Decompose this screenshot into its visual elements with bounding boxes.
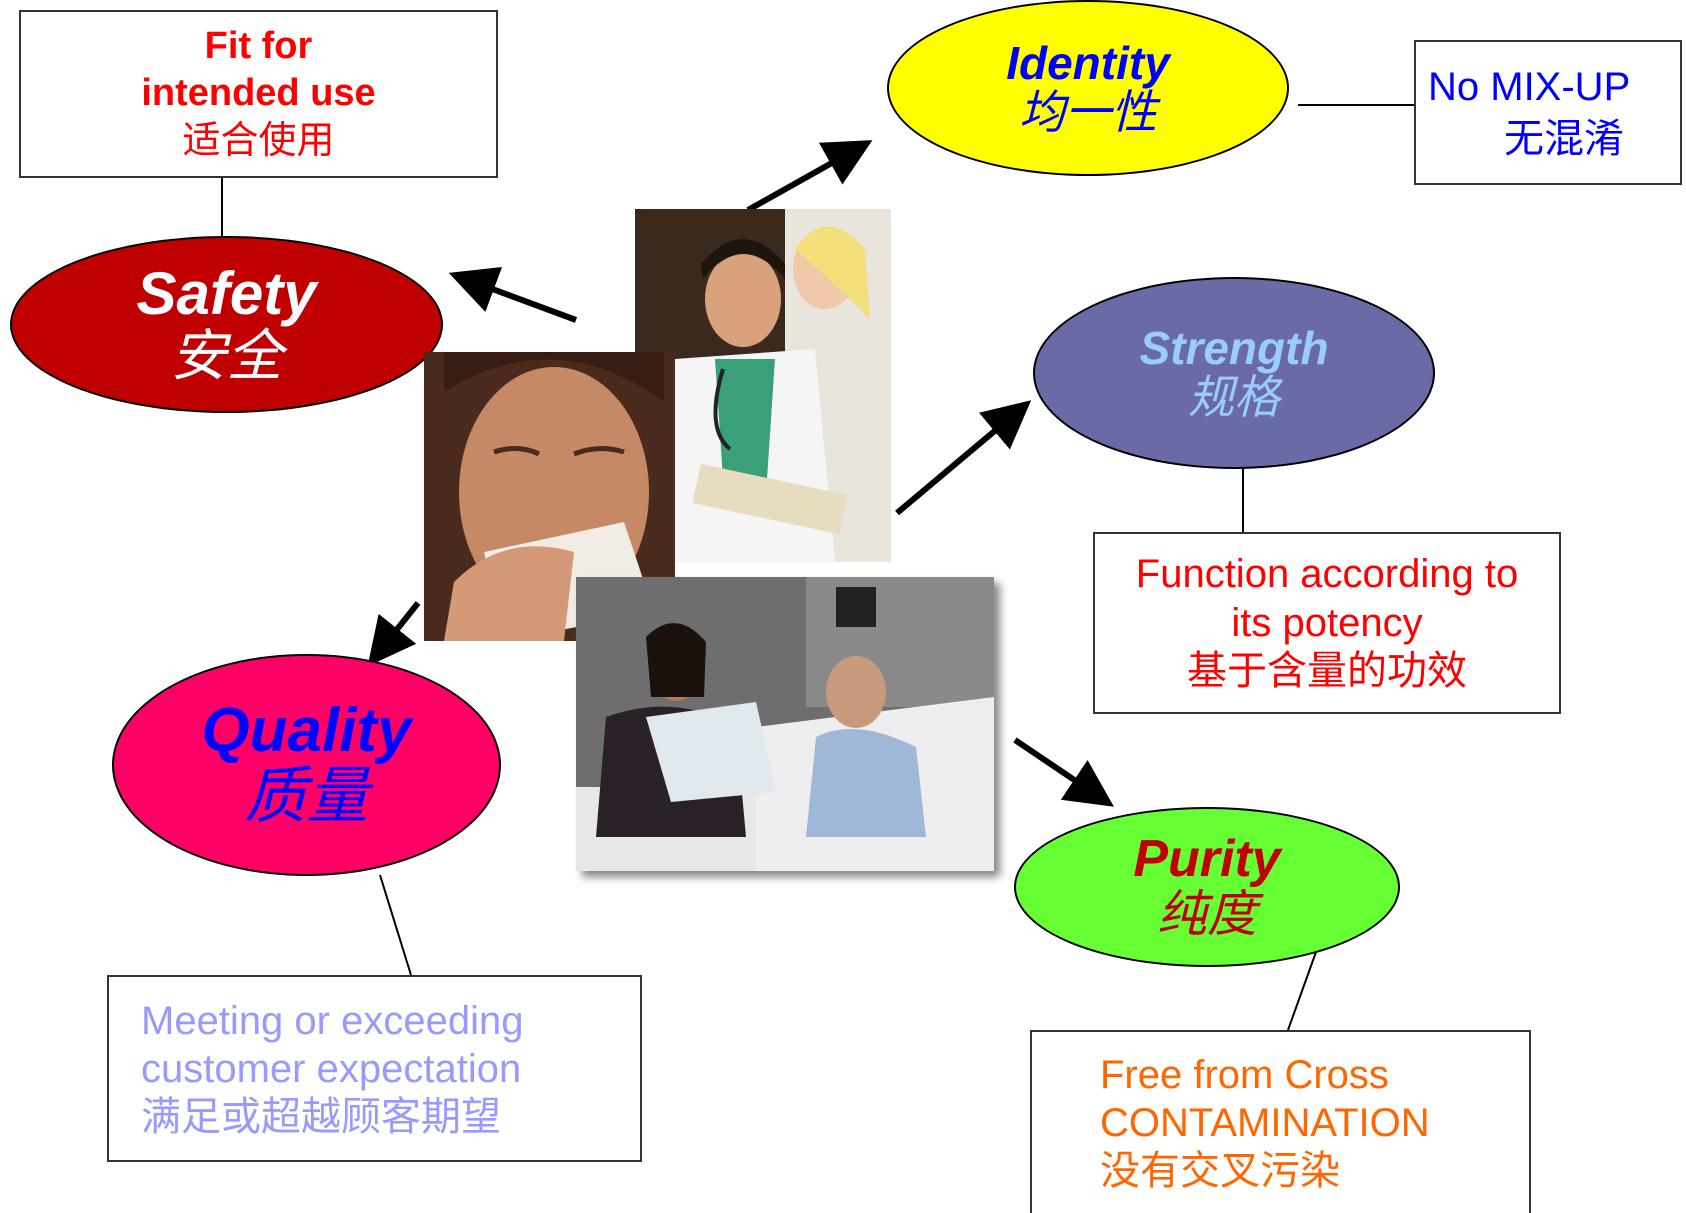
strength-ellipse: Strength 规格 <box>1033 277 1435 469</box>
function-line2: its potency <box>1231 600 1423 645</box>
purity-free-connector <box>1287 951 1317 1031</box>
strength-cn-label: 规格 <box>1188 370 1280 423</box>
fit-line1: Fit for <box>204 24 313 67</box>
arrow-to-identity <box>746 140 873 213</box>
purity-cn-label: 纯度 <box>1157 885 1257 942</box>
quality-cn-label: 质量 <box>244 762 369 832</box>
identity-ellipse: Identity 均一性 <box>887 0 1289 176</box>
function-line1: Function according to <box>1135 551 1519 596</box>
safety-cn-label: 安全 <box>170 324 283 388</box>
meeting-line2: customer expectation <box>141 1046 522 1091</box>
meeting-line3: 满足或超越顾客期望 <box>141 1094 501 1139</box>
arrow-to-quality <box>367 601 421 667</box>
mixup-line1: No MIX-UP <box>1428 64 1631 109</box>
purity-label: Purity <box>1133 830 1281 889</box>
safety-label: Safety <box>136 260 317 328</box>
doctors-photo <box>635 209 891 562</box>
fit-for-intended-use-box: Fit for intended use 适合使用 <box>19 10 498 178</box>
arrow-to-strength <box>895 400 1032 516</box>
meeting-line1: Meeting or exceeding <box>141 998 524 1043</box>
purity-ellipse: Purity 纯度 <box>1014 807 1400 967</box>
free-line3: 没有交叉污染 <box>1100 1148 1340 1193</box>
safety-ellipse: Safety 安全 <box>10 236 443 413</box>
function-potency-box: Function according to its potency 基于含量的功… <box>1093 532 1561 714</box>
quality-label: Quality <box>201 696 412 766</box>
mixup-line2: 无混淆 <box>1504 116 1624 161</box>
identity-label: Identity <box>1006 36 1170 89</box>
arrow-to-safety <box>448 267 578 323</box>
hospital-patient-photo <box>576 577 994 871</box>
arrow-to-purity <box>1013 737 1114 807</box>
fit-line3: 适合使用 <box>182 119 335 162</box>
meeting-expectation-box: Meeting or exceeding customer expectatio… <box>107 975 642 1162</box>
function-line3: 基于含量的功效 <box>1187 649 1467 694</box>
no-mixup-box: No MIX-UP 无混淆 <box>1414 40 1682 185</box>
identity-cn-label: 均一性 <box>1019 85 1157 138</box>
quality-ellipse: Quality 质量 <box>112 654 501 876</box>
strength-label: Strength <box>1139 321 1329 374</box>
quality-meeting-connector <box>379 874 412 976</box>
free-line1: Free from Cross <box>1100 1052 1389 1097</box>
free-contamination-box: Free from Cross CONTAMINATION 没有交叉污染 <box>1030 1030 1531 1213</box>
fit-line2: intended use <box>141 72 376 115</box>
free-line2: CONTAMINATION <box>1100 1100 1430 1145</box>
